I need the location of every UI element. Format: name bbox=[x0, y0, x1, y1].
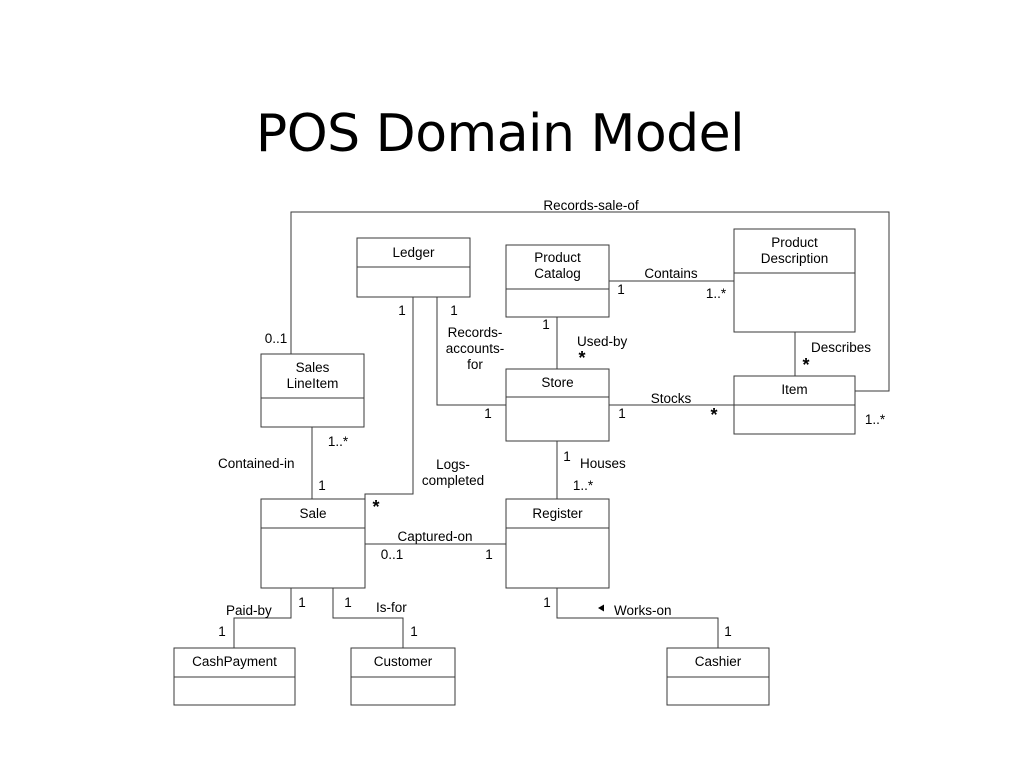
mult-catalog-contains: 1 bbox=[617, 282, 625, 297]
records-accounts-for-line bbox=[436, 297, 506, 406]
label-records-accounts-for-3: for bbox=[467, 357, 483, 372]
is-for-line bbox=[332, 588, 404, 648]
association-lines bbox=[233, 211, 890, 648]
mult-sli-contained-in: 1..* bbox=[328, 434, 349, 449]
label-records-accounts-for-2: accounts- bbox=[446, 341, 505, 356]
mult-catalog-used-by: 1 bbox=[542, 317, 550, 332]
label-captured-on: Captured-on bbox=[397, 529, 472, 544]
mult-ledger-records: 1 bbox=[450, 303, 458, 318]
class-name-sales-line-item-line2: LineItem bbox=[287, 376, 339, 391]
class-store: Store bbox=[505, 368, 610, 442]
class-product-catalog: Product Catalog bbox=[505, 244, 610, 318]
class-name-product-description-line2: Description bbox=[761, 251, 829, 266]
mult-item-stocks: * bbox=[710, 405, 717, 425]
label-used-by: Used-by bbox=[577, 334, 628, 349]
mult-register-captured-on: 1 bbox=[485, 547, 493, 562]
label-records-sale-of: Records-sale-of bbox=[543, 198, 639, 213]
label-contains: Contains bbox=[644, 266, 698, 281]
class-name-register: Register bbox=[532, 506, 583, 521]
class-sale: Sale bbox=[260, 498, 366, 589]
triangle-left-icon bbox=[598, 604, 604, 612]
class-register: Register bbox=[505, 498, 610, 589]
mult-register-houses: 1..* bbox=[573, 478, 594, 493]
label-logs-completed-1: Logs- bbox=[436, 457, 470, 472]
mult-store-houses: 1 bbox=[563, 449, 571, 464]
works-on-line bbox=[556, 588, 719, 648]
class-item: Item bbox=[733, 375, 856, 435]
mult-sale-contained-in: 1 bbox=[318, 478, 326, 493]
multiplicities: 1 1 1 1..* 1 * * 0..1 1..* 1 1 * 1..* 1 … bbox=[218, 282, 886, 639]
records-sale-of-line bbox=[290, 211, 890, 392]
class-name-product-catalog-line1: Product bbox=[534, 250, 581, 265]
paid-by-line bbox=[233, 588, 292, 648]
label-contained-in: Contained-in bbox=[218, 456, 295, 471]
label-describes: Describes bbox=[811, 340, 871, 355]
mult-store-used-by: * bbox=[578, 348, 585, 368]
class-name-product-description-line1: Product bbox=[771, 235, 818, 250]
mult-sli-records-sale-of: 0..1 bbox=[265, 331, 288, 346]
mult-sale-is-for: 1 bbox=[344, 595, 352, 610]
class-sales-line-item: Sales LineItem bbox=[260, 353, 365, 428]
class-name-item: Item bbox=[781, 382, 807, 397]
mult-sale-paid-by: 1 bbox=[298, 595, 306, 610]
mult-cashier-works-on: 1 bbox=[724, 624, 732, 639]
label-is-for: Is-for bbox=[376, 600, 407, 615]
association-labels: Records-sale-of Contains Records- accoun… bbox=[218, 198, 871, 618]
mult-item-records-sale-of: 1..* bbox=[865, 412, 886, 427]
mult-cashpayment-paid-by: 1 bbox=[218, 624, 226, 639]
class-ledger: Ledger bbox=[356, 237, 471, 298]
mult-description-describes: * bbox=[802, 355, 809, 375]
mult-sale-captured-on: 0..1 bbox=[381, 547, 404, 562]
class-name-product-catalog-line2: Catalog bbox=[534, 266, 581, 281]
label-works-on: Works-on bbox=[614, 603, 672, 618]
label-logs-completed-2: completed bbox=[422, 473, 484, 488]
mult-ledger-logs: 1 bbox=[398, 303, 406, 318]
class-name-customer: Customer bbox=[374, 654, 433, 669]
label-stocks: Stocks bbox=[651, 391, 692, 406]
class-name-cashier: Cashier bbox=[695, 654, 742, 669]
class-name-store: Store bbox=[541, 375, 573, 390]
class-name-sales-line-item-line1: Sales bbox=[296, 360, 330, 375]
mult-register-works-on: 1 bbox=[543, 595, 551, 610]
class-name-ledger: Ledger bbox=[392, 245, 435, 260]
mult-store-records: 1 bbox=[484, 406, 492, 421]
mult-store-stocks: 1 bbox=[618, 406, 626, 421]
class-name-cash-payment: CashPayment bbox=[192, 654, 277, 669]
class-customer: Customer bbox=[350, 647, 456, 706]
mult-description-contains: 1..* bbox=[706, 286, 727, 301]
label-paid-by: Paid-by bbox=[226, 603, 272, 618]
slide-title: POS Domain Model bbox=[255, 104, 745, 164]
class-cash-payment: CashPayment bbox=[173, 647, 296, 706]
logs-completed-line bbox=[364, 297, 414, 514]
mult-sale-logs: * bbox=[372, 497, 379, 517]
mult-customer-is-for: 1 bbox=[410, 624, 418, 639]
class-name-sale: Sale bbox=[299, 506, 326, 521]
class-cashier: Cashier bbox=[666, 647, 770, 706]
label-houses: Houses bbox=[580, 456, 626, 471]
class-product-description: Product Description bbox=[733, 228, 856, 333]
label-records-accounts-for-1: Records- bbox=[448, 325, 503, 340]
